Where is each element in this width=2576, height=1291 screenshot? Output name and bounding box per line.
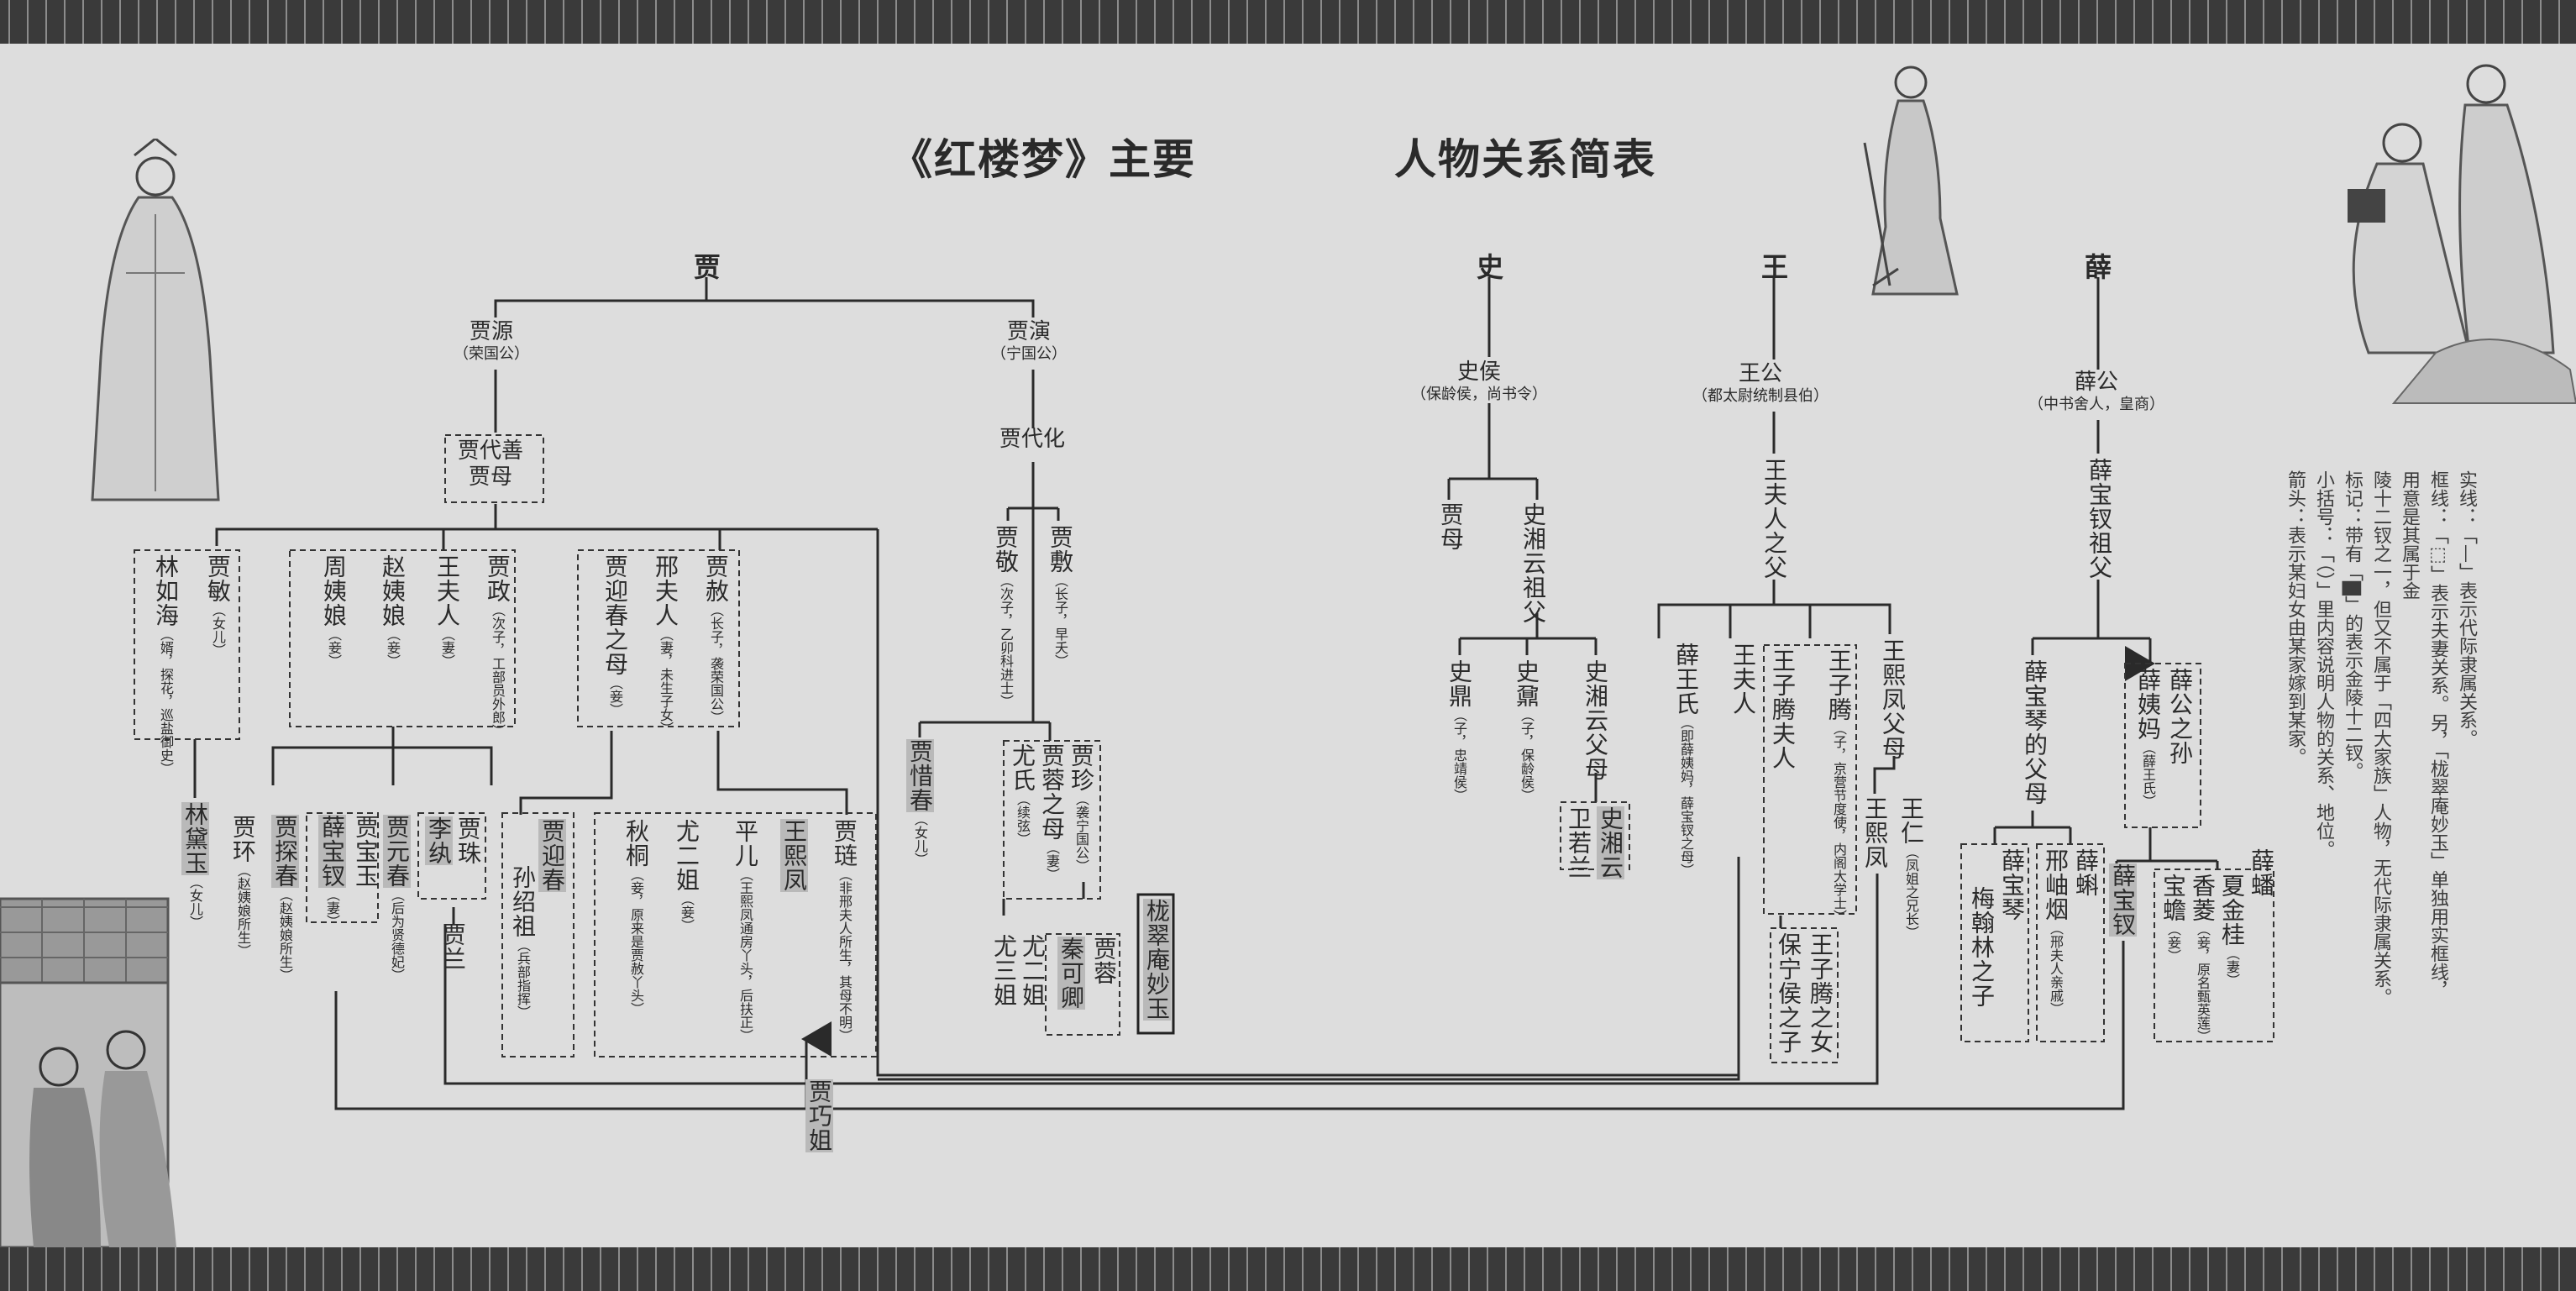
node-tanchun: 贾探春（赵姨娘所生） xyxy=(271,815,299,982)
node-jiarong: 贾蓉 xyxy=(1090,937,1118,985)
node-youshi: 尤氏（续弦） xyxy=(1009,743,1036,846)
node-shinai: 史鼐（子，保龄侯） xyxy=(1513,659,1540,802)
node-xingfuren: 邢夫人（妻，未生子女） xyxy=(652,554,679,735)
legend-dashed-frame-cont: 陵十二钗之一，但又不属于「四大家族」人物，无代际隶属关系。 xyxy=(2370,470,2391,1006)
node-weiruolan: 卫若兰 xyxy=(1565,806,1592,879)
node-meihanlin: 梅翰林之子 xyxy=(1968,886,1996,1008)
node-zhaoyiniang: 赵姨娘（妾） xyxy=(379,554,407,668)
node-jiayuan: 贾源（荣国公） xyxy=(454,319,529,364)
node-xueshi: 薛王氏（即薛姨妈，薛宝钗之母） xyxy=(1672,643,1700,877)
node-wangfuren-fu: 王夫人之父 xyxy=(1760,458,1788,580)
node-miaoyu: 栊翠庵妙玉 xyxy=(1143,899,1171,1021)
node-xingxiuyan: 邢岫烟（邢夫人亲戚） xyxy=(2042,848,2070,1015)
family-shi-heading: 史 xyxy=(1477,251,1504,283)
legend-highlight-mark: 标记：带有「▇」的表示金陵十二钗。 xyxy=(2342,470,2363,780)
node-liwan: 李纨 xyxy=(425,816,453,865)
node-baoqin: 薛宝琴 xyxy=(1998,848,2026,921)
node-jiafu: 贾敷（长子，早夭） xyxy=(1047,525,1074,668)
node-xifeng-wang: 王熙凤 xyxy=(1861,796,1889,869)
node-xiangyunfumu: 史湘云父母 xyxy=(1582,659,1609,781)
node-xifengfumu: 王熙凤父母 xyxy=(1879,638,1907,760)
family-wang-heading: 王 xyxy=(1761,251,1789,283)
node-jialian: 贾琏（非邢夫人所生，其母不明） xyxy=(831,819,858,1042)
node-jiajing: 贾敬（次子，乙卯科进士） xyxy=(992,525,1020,708)
node-yuanchun: 贾元春（后为贤德妃） xyxy=(383,815,411,982)
family-jia-heading: 贾 xyxy=(694,251,721,283)
node-xueyima: 薛姨妈（薛王氏） xyxy=(2134,668,2162,808)
node-wanggong: 王公（都太尉统制县伯） xyxy=(1692,361,1828,406)
node-jiahuan: 贾环（赵姨娘所生） xyxy=(229,815,257,958)
top-ornament-border xyxy=(0,0,2576,44)
node-baoyu: 贾宝玉 xyxy=(352,815,380,888)
node-yingchun: 贾迎春 xyxy=(538,819,566,892)
node-shihou: 史侯（保龄侯，尚书令） xyxy=(1411,359,1547,404)
node-baochan: 宝蟾（妾） xyxy=(2159,874,2187,963)
node-zhouyiniang: 周姨娘（妾） xyxy=(320,554,348,668)
node-zitengfuren: 王子腾夫人 xyxy=(1769,648,1797,770)
node-jiashe: 贾赦（长子，袭荣国公） xyxy=(702,554,730,724)
node-xichun: 贾惜春（女儿） xyxy=(906,739,934,866)
node-qiutong: 秋桐（妾，原来是贾赦丫头） xyxy=(622,819,650,1015)
bottom-ornament-border xyxy=(0,1247,2576,1291)
node-pinger: 平儿（王熙凤通房丫头，后扶正） xyxy=(732,819,759,1042)
page-title-right: 人物关系简表 xyxy=(1394,135,1656,184)
legend-solid-line: 实线：「—」表示代际隶属关系。 xyxy=(2456,470,2477,748)
node-baochai: 薛宝钗 xyxy=(2109,863,2137,937)
node-daihua: 贾代化 xyxy=(999,427,1066,452)
node-linruhai: 林如海（婿，探花，巡盐御史） xyxy=(152,554,180,775)
node-baochai-wife: 薛宝钗（妻） xyxy=(318,815,346,928)
node-youerjie-ning: 尤二姐 xyxy=(1019,934,1047,1007)
lady-figure-illustration xyxy=(91,139,220,501)
node-wangfuren-wang: 王夫人 xyxy=(1729,643,1757,716)
node-xifeng-jia: 王熙凤 xyxy=(780,819,808,892)
node-baoning: 保宁侯之子 xyxy=(1775,932,1802,1054)
node-qinkeqing: 秦可卿 xyxy=(1057,937,1085,1010)
node-xiangyun: 史湘云 xyxy=(1597,806,1624,879)
legend: 实线：「—」表示代际隶属关系。 框线：「⬚」表示夫妻关系。另，「栊翠庵妙玉」单独… xyxy=(2280,470,2480,1016)
node-xueke: 薛蝌 xyxy=(2072,848,2100,897)
node-jialan: 贾兰 xyxy=(439,922,467,971)
node-xuepan: 薛蟠 xyxy=(2248,848,2275,897)
node-jiarongmu: 贾蓉之母（妻） xyxy=(1038,743,1066,881)
legend-dashed-frame: 框线：「⬚」表示夫妻关系。另，「栊翠庵妙玉」单独用实框线，用意是其属于金 xyxy=(2399,470,2448,1000)
node-jiamu-shi: 贾母 xyxy=(1437,502,1465,551)
node-xiajingui: 夏金桂（妻） xyxy=(2218,874,2246,987)
lady-with-broom-illustration xyxy=(1863,66,1959,296)
family-xue-heading: 薛 xyxy=(2085,251,2112,283)
miaoyu-solid-frame xyxy=(1136,893,1175,1035)
legend-parentheses: 小括号：「（）」里内容说明人物的关系、地位。 xyxy=(2313,470,2334,858)
node-daishan: 贾代善贾母 xyxy=(458,438,524,491)
node-youerjie: 尤二姐（妾） xyxy=(673,819,700,932)
node-xiangyunzufu: 史湘云祖父 xyxy=(1519,502,1547,624)
node-xuegong: 薛公（中书舍人，皇商） xyxy=(2028,370,2164,414)
node-jiayan: 贾演（宁国公） xyxy=(991,319,1067,364)
node-xiangling: 香菱（妾，原名甄英莲） xyxy=(2189,874,2217,1043)
node-qiaojie: 贾巧姐 xyxy=(805,1079,833,1152)
node-sunshaozu: 孙绍祖（兵部指挥） xyxy=(509,865,537,1019)
node-jiazhen: 贾珍（袭宁国公） xyxy=(1068,743,1095,873)
node-jiamin: 贾敏（女儿） xyxy=(204,554,232,657)
two-ladies-reading-illustration xyxy=(2348,64,2576,404)
node-yingchunmu: 贾迎春之母（妾） xyxy=(601,554,629,716)
node-jiazheng: 贾政（次子，工部员外郎） xyxy=(484,554,512,737)
legend-arrow: 箭头：表示某妇女由某家嫁到某家。 xyxy=(2285,470,2306,766)
node-xue-zufu: 薛宝钗祖父 xyxy=(2085,458,2113,580)
node-daiyu: 林黛玉（女儿） xyxy=(181,802,209,929)
node-xuegongsun: 薛公之孙 xyxy=(2166,668,2194,765)
node-baoqinfumu: 薛宝琴的父母 xyxy=(2021,659,2049,806)
page-title-left: 《红楼梦》主要 xyxy=(890,135,1196,184)
node-shiding: 史鼎（子，忠靖侯） xyxy=(1445,659,1473,802)
node-wangfuren-jia: 王夫人（妻） xyxy=(433,554,461,668)
node-yousanjie: 尤三姐 xyxy=(990,934,1018,1007)
node-jiazhu: 贾珠 xyxy=(454,816,482,865)
screen-and-figures-illustration xyxy=(0,897,176,1247)
node-zitengnv: 王子腾之女 xyxy=(1807,932,1834,1054)
node-wangren: 王仁（凤姐之兄长） xyxy=(1897,796,1925,939)
node-ziteng: 王子腾（子，京营节度使，内阁大学士） xyxy=(1825,648,1853,923)
